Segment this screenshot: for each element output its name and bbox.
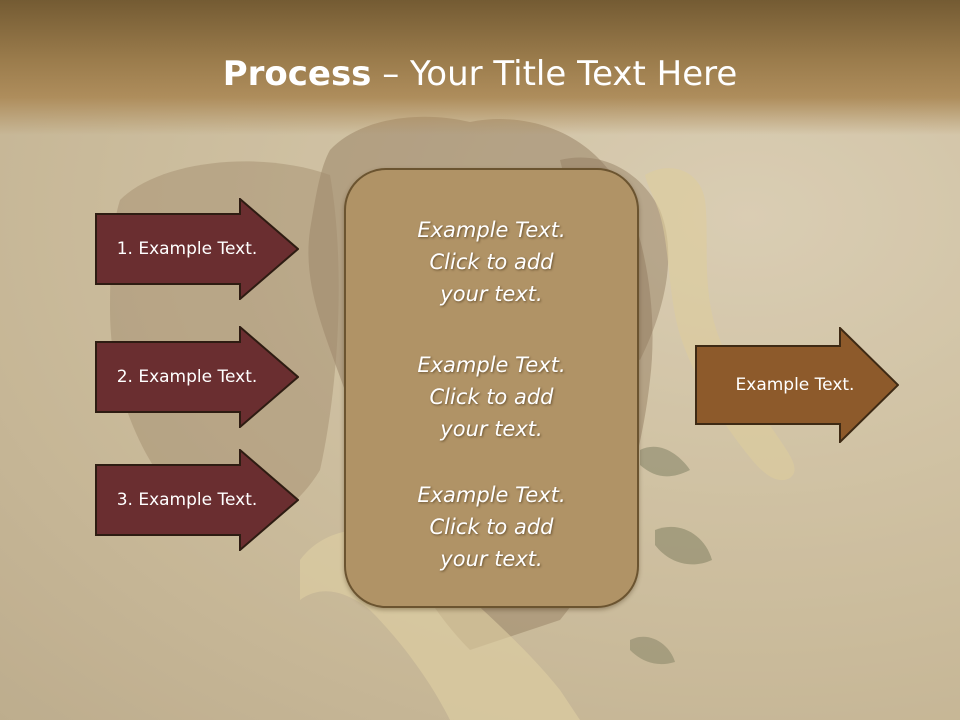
text-block-1-line-2: Click to add bbox=[429, 250, 554, 274]
left-arrow-3-label: 3. Example Text. bbox=[116, 490, 258, 510]
text-block-3-line-3: your text. bbox=[440, 547, 543, 571]
text-block-3-line-2: Click to add bbox=[429, 515, 554, 539]
text-block-1-line-1: Example Text. bbox=[417, 218, 566, 242]
title-bold-part: Process bbox=[222, 54, 372, 94]
arrow-shape-2 bbox=[95, 326, 299, 428]
right-arrow[interactable]: Example Text. bbox=[695, 327, 899, 443]
left-arrow-2[interactable]: 2. Example Text. bbox=[95, 326, 299, 428]
title-rest-part: – Your Title Text Here bbox=[371, 54, 738, 94]
text-block-3-line-1: Example Text. bbox=[417, 483, 566, 507]
text-block-3: Example Text. Click to add your text. bbox=[346, 479, 637, 575]
arrow-shape-1 bbox=[95, 198, 299, 300]
text-block-2: Example Text. Click to add your text. bbox=[346, 349, 637, 445]
right-arrow-label: Example Text. bbox=[735, 375, 855, 395]
slide-title[interactable]: Process – Your Title Text Here bbox=[0, 52, 960, 96]
text-block-2-line-1: Example Text. bbox=[417, 353, 566, 377]
left-arrow-2-label: 2. Example Text. bbox=[116, 367, 258, 387]
text-block-2-line-3: your text. bbox=[440, 417, 543, 441]
left-arrow-1-label: 1. Example Text. bbox=[116, 239, 258, 259]
right-arrow-shape bbox=[695, 327, 899, 443]
left-arrow-1[interactable]: 1. Example Text. bbox=[95, 198, 299, 300]
arrow-shape-3 bbox=[95, 449, 299, 551]
title-band bbox=[0, 0, 960, 135]
text-block-1: Example Text. Click to add your text. bbox=[346, 214, 637, 310]
text-block-1-line-3: your text. bbox=[440, 282, 543, 306]
center-text-box[interactable]: Example Text. Click to add your text. Ex… bbox=[344, 168, 639, 608]
left-arrow-3[interactable]: 3. Example Text. bbox=[95, 449, 299, 551]
text-block-2-line-2: Click to add bbox=[429, 385, 554, 409]
